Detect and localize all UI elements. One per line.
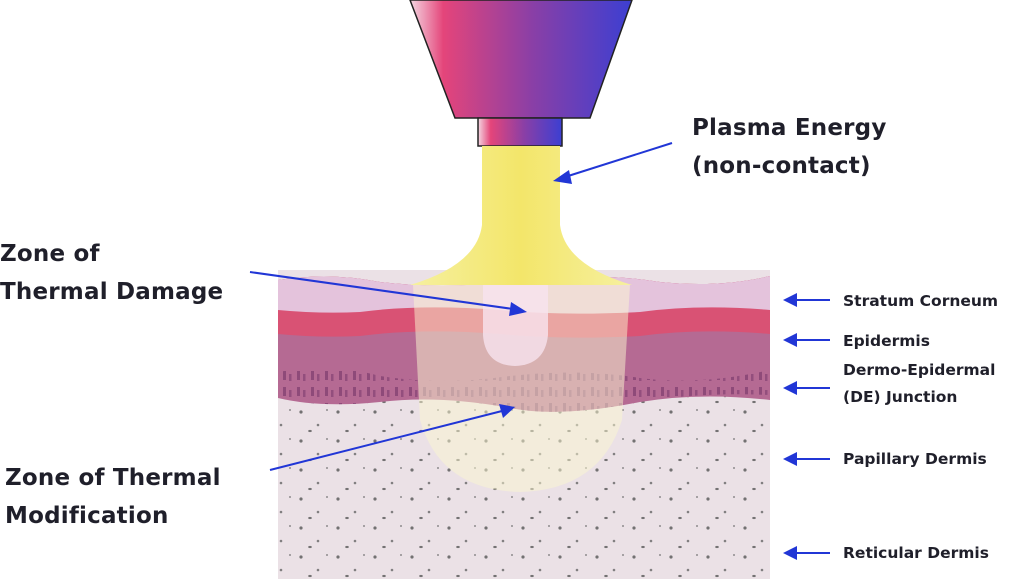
layer-label-epidermis: Epidermis xyxy=(843,332,930,350)
layer-label-de-junction-2: (DE) Junction xyxy=(843,388,958,406)
label-line: Modification xyxy=(5,503,169,529)
thermal-damage-label: Zone of Thermal Damage xyxy=(0,235,223,311)
label-line: Plasma Energy xyxy=(692,115,887,141)
layer-label-papillary-dermis: Papillary Dermis xyxy=(843,450,987,468)
layer-label-reticular-dermis: Reticular Dermis xyxy=(843,544,989,562)
thermal-damage-zone xyxy=(483,285,548,366)
label-line: Zone of xyxy=(0,241,100,267)
pointer-arrows xyxy=(249,142,830,560)
thermal-modification-zone xyxy=(413,285,630,492)
plasma-energy-label: Plasma Energy (non-contact) xyxy=(692,109,887,185)
plasma-device-nozzle xyxy=(477,117,563,147)
plasma-device-head xyxy=(409,0,633,119)
label-line: (non-contact) xyxy=(692,153,871,179)
thermal-modification-label: Zone of Thermal Modification xyxy=(5,459,221,535)
layer-label-stratum-corneum: Stratum Corneum xyxy=(843,292,999,310)
label-line: Thermal Damage xyxy=(0,279,224,305)
label-line: Zone of Thermal xyxy=(5,465,221,491)
plasma-beam xyxy=(410,146,632,285)
layer-label-de-junction: Dermo-Epidermal xyxy=(843,361,996,379)
